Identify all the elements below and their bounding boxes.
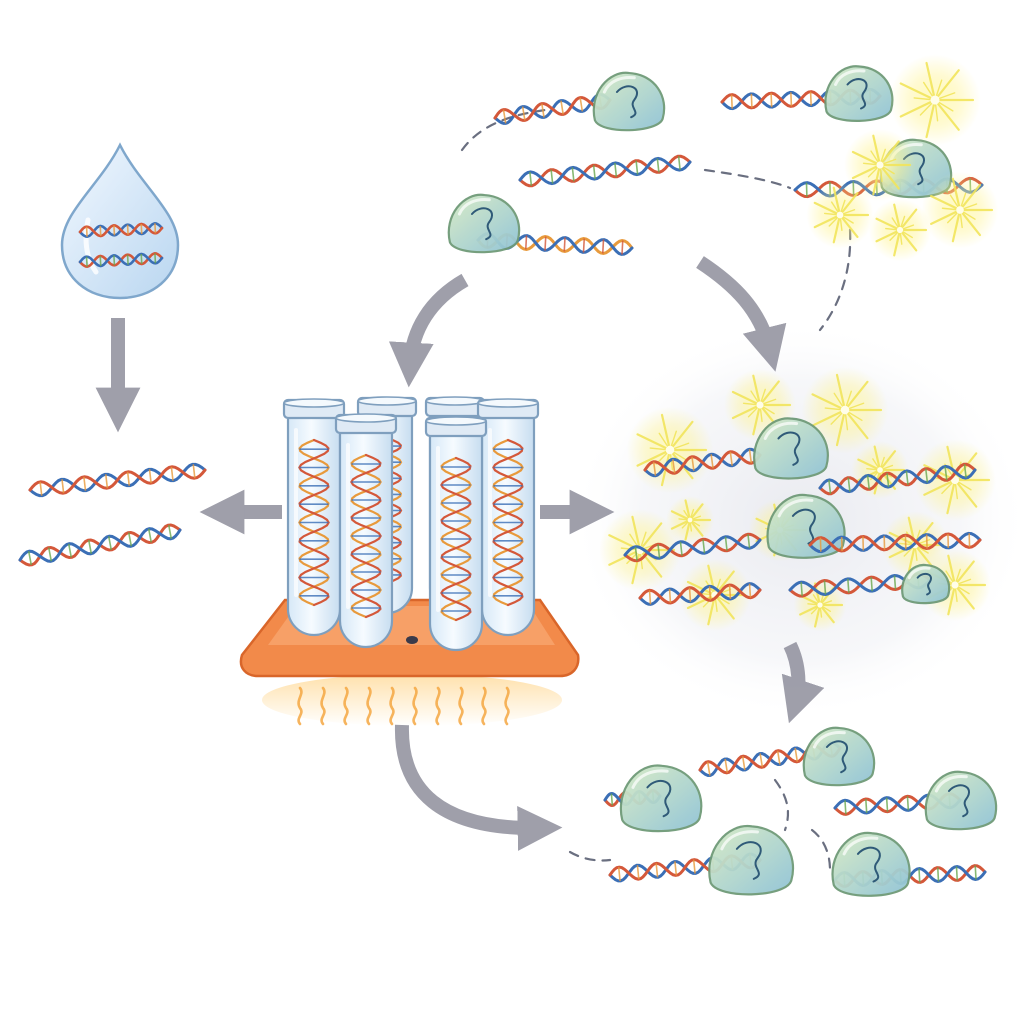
test-tube (282, 398, 346, 637)
dna-strands-icon (18, 462, 207, 567)
heat-glow (262, 674, 562, 726)
polymerase-enzyme (753, 417, 829, 480)
dna-helix (440, 456, 472, 622)
spark (666, 496, 714, 544)
dna-helix (623, 532, 762, 563)
spark (868, 198, 932, 262)
polymerase-enzyme (619, 764, 703, 833)
dna-helix (518, 154, 692, 188)
dna-enzyme-complex-icon (603, 726, 998, 897)
dna-helix (78, 251, 164, 269)
dna-helix (492, 438, 524, 607)
dna-helix (818, 462, 977, 496)
dna-helix (78, 221, 164, 239)
dna-helix (298, 438, 330, 607)
dna-helix (18, 523, 182, 567)
spark (806, 181, 874, 249)
spark (921, 171, 999, 249)
dna-helix (808, 531, 982, 554)
spark (626, 406, 714, 494)
dna-helix (643, 447, 762, 478)
polymerase-enzyme (592, 71, 666, 132)
test-tube (424, 416, 488, 652)
process-arrows (95, 256, 825, 851)
thermal-cycler (239, 396, 580, 726)
polymerase-enzyme (708, 825, 795, 896)
dna-helix (638, 582, 762, 606)
heat-waves-icon (297, 686, 510, 726)
polymerase-enzyme (447, 193, 521, 254)
amplification-cluster (623, 417, 982, 606)
polymerase-enzyme (924, 770, 998, 831)
dna-helix (28, 462, 207, 498)
polymerase-enzyme (802, 726, 876, 787)
dna-helix (493, 93, 612, 125)
spark (844, 129, 916, 201)
polymerase-enzyme (831, 831, 911, 897)
polymerase-enzyme (766, 493, 846, 559)
spark (851, 441, 909, 499)
test-tube (334, 413, 398, 649)
spark (889, 54, 981, 146)
test-tube (476, 398, 540, 637)
spark (724, 369, 796, 441)
water-droplet-icon (60, 142, 180, 300)
spark (801, 366, 889, 454)
polymerase-enzyme (901, 563, 951, 605)
polymerase-enzyme (824, 65, 894, 122)
dna-helix (350, 453, 382, 619)
test-tube-rack-icon (282, 396, 540, 652)
